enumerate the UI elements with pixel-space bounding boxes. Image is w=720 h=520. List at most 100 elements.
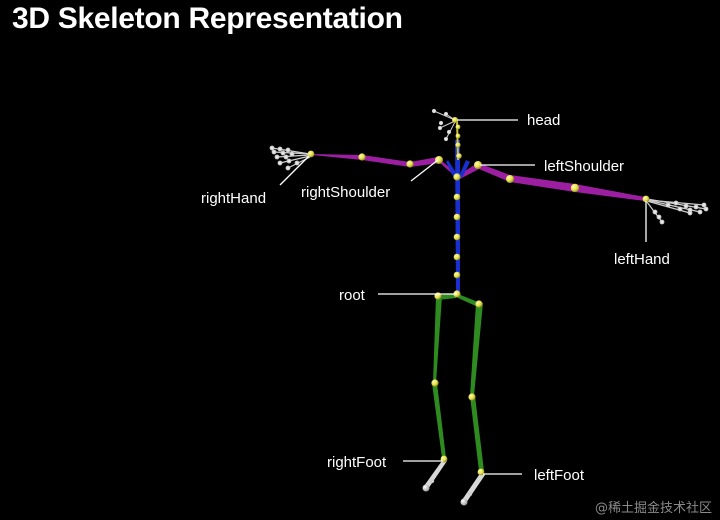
left-clavicle-joint <box>506 175 514 183</box>
head-cluster <box>431 108 456 142</box>
left-knee-joint <box>468 393 476 401</box>
left-finger-joint <box>673 200 679 206</box>
right-arm <box>312 154 457 178</box>
left-finger-joint <box>701 202 707 208</box>
spine-joint <box>453 253 461 261</box>
right-shin-bone <box>432 383 446 458</box>
right-elbow-joint <box>358 153 366 161</box>
label-leaders <box>279 119 647 475</box>
right-foot <box>422 458 447 492</box>
left-forearm-bone <box>575 184 645 201</box>
right-finger-joint <box>283 154 289 160</box>
right-finger-joint <box>277 160 283 166</box>
right-ball-joint <box>429 478 435 484</box>
left-shoulder-label: leftShoulder <box>544 158 624 175</box>
spine-joint <box>453 173 461 181</box>
root-label: root <box>339 287 366 304</box>
left-finger-joint <box>665 202 671 208</box>
left-hand <box>646 198 709 225</box>
face-joint <box>443 136 449 142</box>
face-joint <box>438 120 444 126</box>
left-hand-joint <box>642 195 650 203</box>
right-finger-joint <box>277 146 283 152</box>
face-joint <box>437 125 443 131</box>
right-finger-joint <box>280 150 286 156</box>
neck-joint <box>455 124 461 130</box>
left-thigh-bone <box>470 303 483 396</box>
left-toe-joint <box>460 498 468 506</box>
left-ankle-joint <box>477 468 485 476</box>
right-toe-joint <box>422 484 430 492</box>
left-finger-joint <box>687 210 693 216</box>
spine-joint <box>453 193 461 201</box>
left-thumb-joint <box>656 214 662 220</box>
right-upper-arm-bone <box>362 155 410 167</box>
joints <box>307 117 650 476</box>
left-thumb-joint <box>652 209 658 215</box>
spine-joint <box>453 271 461 279</box>
spine-joint <box>453 233 461 241</box>
right-finger-bone <box>279 155 311 164</box>
right-hand-leader-line <box>279 155 310 186</box>
left-arm <box>457 163 645 201</box>
left-thumb-joint <box>659 219 665 225</box>
left-elbow-joint <box>570 183 580 193</box>
left-finger-joint <box>693 204 699 210</box>
neck-joint <box>455 133 461 139</box>
face-joint <box>446 129 452 135</box>
neck-link-right <box>446 160 458 178</box>
right-foot-bone <box>424 458 447 489</box>
head-label: head <box>527 112 560 129</box>
right-finger-joint <box>269 145 275 151</box>
page-title: 3D Skeleton Representation <box>12 2 403 35</box>
right-shoulder-leader-line <box>410 159 439 182</box>
left-foot-label: leftFoot <box>534 467 585 484</box>
right-finger-joint <box>271 149 277 155</box>
left-hip-bone <box>458 294 478 307</box>
neck-joint <box>456 153 462 159</box>
left-finger-joint <box>683 203 689 209</box>
right-thumb-joint <box>294 160 300 166</box>
right-clavicle-joint <box>406 160 414 168</box>
right-forearm-bone <box>312 154 362 160</box>
left-shin-bone <box>470 396 484 471</box>
face-joint <box>443 111 449 117</box>
right-finger-bone <box>276 154 311 158</box>
right-hand-label: rightHand <box>201 190 266 207</box>
left-finger-joint <box>677 206 683 212</box>
spine-joint <box>453 213 461 221</box>
left-clavicle-bone <box>478 163 510 182</box>
left-ball-joint <box>467 491 473 497</box>
joint-labels: head leftShoulder rightShoulder rightHan… <box>201 112 670 484</box>
watermark: @稀土掘金技术社区 <box>594 501 712 516</box>
right-foot-label: rightFoot <box>327 454 387 471</box>
head-joint <box>452 117 458 123</box>
face-bone <box>439 120 456 129</box>
left-foot-bone <box>462 472 485 503</box>
right-thumb-joint <box>285 165 291 171</box>
left-finger-joint <box>703 206 709 212</box>
neck-link-left <box>459 160 470 178</box>
left-shoulder-joint <box>474 161 482 169</box>
face-joint <box>431 108 437 114</box>
right-hand-joint <box>307 150 315 158</box>
right-clavicle-bone <box>410 157 440 167</box>
left-leg <box>458 294 484 471</box>
right-thigh-bone <box>433 296 442 383</box>
left-finger-joint <box>697 209 703 215</box>
neck-joint <box>455 142 461 148</box>
right-shoulder-label: rightShoulder <box>301 184 390 201</box>
right-hand <box>269 145 311 171</box>
right-hip-bone <box>438 294 456 300</box>
face-bone <box>433 110 456 121</box>
right-shoulder-joint <box>435 156 443 164</box>
right-finger-joint <box>274 154 280 160</box>
face-bone <box>445 121 456 140</box>
left-hip-joint <box>475 300 483 308</box>
right-leg <box>432 294 456 458</box>
left-foot <box>460 472 485 506</box>
right-knee-joint <box>431 379 439 387</box>
right-finger-joint <box>289 151 295 157</box>
